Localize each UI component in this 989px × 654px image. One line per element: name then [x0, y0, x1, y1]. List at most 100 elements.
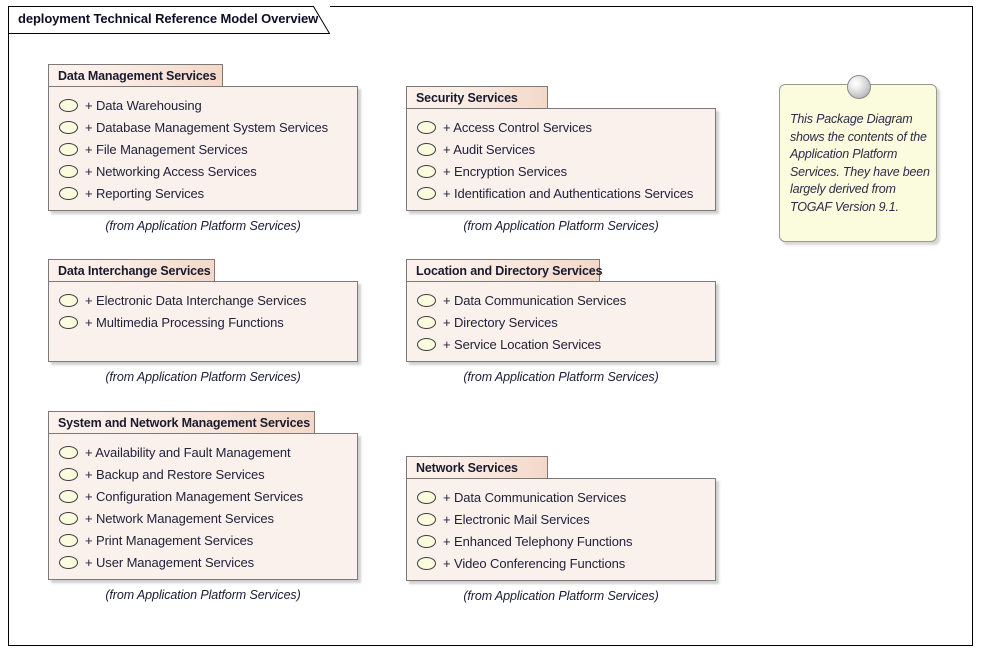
- interface-icon: [417, 337, 436, 351]
- package-title: Data Management Services: [58, 68, 217, 83]
- list-item-label: + Encryption Services: [443, 163, 567, 179]
- interface-icon: [59, 445, 78, 459]
- interface-icon: [417, 534, 436, 548]
- package-header-tab[interactable]: Network Services: [406, 456, 548, 479]
- package-header-tab[interactable]: Security Services: [406, 86, 548, 109]
- package-title: Security Services: [416, 90, 518, 105]
- package-source-label: (from Application Platform Services): [463, 589, 659, 603]
- list-item[interactable]: + Data Warehousing: [49, 94, 357, 116]
- package-body: + Electronic Data Interchange Services +…: [48, 281, 358, 362]
- package-body: + Availability and Fault Management + Ba…: [48, 433, 358, 580]
- list-item-label: + User Management Services: [85, 554, 255, 570]
- list-item-label: + Print Management Services: [85, 532, 254, 548]
- package-header-tab[interactable]: System and Network Management Services: [48, 411, 315, 434]
- list-item[interactable]: + Availability and Fault Management: [49, 441, 357, 463]
- package-body: + Data Warehousing + Database Management…: [48, 86, 358, 211]
- list-item[interactable]: + Configuration Management Services: [49, 485, 357, 507]
- interface-icon: [59, 555, 78, 569]
- package-source-label: (from Application Platform Services): [463, 219, 659, 233]
- package-body: + Access Control Services + Audit Servic…: [406, 108, 716, 211]
- list-item[interactable]: + Print Management Services: [49, 529, 357, 551]
- interface-icon: [417, 142, 436, 156]
- list-item[interactable]: + Service Location Services: [407, 333, 715, 355]
- list-item-label: + Configuration Management Services: [85, 488, 303, 504]
- list-item-label: + Electronic Mail Services: [443, 511, 590, 527]
- list-item[interactable]: + Access Control Services: [407, 116, 715, 138]
- list-item-label: + Multimedia Processing Functions: [85, 314, 284, 330]
- package-header-tab[interactable]: Location and Directory Services: [406, 259, 603, 282]
- interface-icon: [59, 511, 78, 525]
- list-item[interactable]: + Enhanced Telephony Functions: [407, 530, 715, 552]
- list-item[interactable]: + User Management Services: [49, 551, 357, 573]
- interface-icon: [417, 315, 436, 329]
- list-item[interactable]: + Networking Access Services: [49, 160, 357, 182]
- interface-icon: [417, 164, 436, 178]
- package-body: + Data Communication Services + Director…: [406, 281, 716, 362]
- pin-circle-icon: [847, 75, 871, 99]
- list-item[interactable]: + Data Communication Services: [407, 289, 715, 311]
- list-item-label: + Identification and Authentications Ser…: [443, 185, 694, 201]
- list-item-label: + Access Control Services: [443, 119, 592, 135]
- list-item[interactable]: + Electronic Mail Services: [407, 508, 715, 530]
- interface-icon: [417, 293, 436, 307]
- list-item-label: + Video Conferencing Functions: [443, 555, 626, 571]
- list-item[interactable]: + Network Management Services: [49, 507, 357, 529]
- interface-icon: [59, 186, 78, 200]
- package-source-label: (from Application Platform Services): [105, 219, 301, 233]
- interface-icon: [417, 490, 436, 504]
- list-item[interactable]: + Audit Services: [407, 138, 715, 160]
- package-body: + Data Communication Services + Electron…: [406, 478, 716, 581]
- list-item[interactable]: + Identification and Authentications Ser…: [407, 182, 715, 204]
- package-title: Network Services: [416, 460, 518, 475]
- list-item[interactable]: + Database Management System Services: [49, 116, 357, 138]
- title-tab-shape: [8, 6, 330, 34]
- list-item[interactable]: + Video Conferencing Functions: [407, 552, 715, 574]
- interface-icon: [417, 186, 436, 200]
- page-title: deployment Technical Reference Model Ove…: [18, 11, 319, 26]
- note-box[interactable]: This Package Diagram shows the contents …: [779, 84, 937, 242]
- interface-icon: [59, 315, 78, 329]
- list-item-label: + Data Communication Services: [443, 292, 627, 308]
- list-item-label: + Data Communication Services: [443, 489, 627, 505]
- diagram-title-tab: deployment Technical Reference Model Ove…: [8, 6, 330, 34]
- interface-icon: [59, 293, 78, 307]
- list-item-label: + Directory Services: [443, 314, 558, 330]
- list-item-label: + Database Management System Services: [85, 119, 329, 135]
- interface-icon: [59, 467, 78, 481]
- list-item-label: + Availability and Fault Management: [85, 444, 291, 460]
- list-item[interactable]: + Data Communication Services: [407, 486, 715, 508]
- interface-icon: [59, 98, 78, 112]
- interface-icon: [417, 556, 436, 570]
- note-text: This Package Diagram shows the contents …: [790, 112, 930, 214]
- list-item[interactable]: + Reporting Services: [49, 182, 357, 204]
- interface-icon: [59, 120, 78, 134]
- interface-icon: [59, 533, 78, 547]
- list-item-label: + Reporting Services: [85, 185, 205, 201]
- interface-icon: [417, 512, 436, 526]
- list-item[interactable]: + Electronic Data Interchange Services: [49, 289, 357, 311]
- list-item-label: + Networking Access Services: [85, 163, 257, 179]
- list-item[interactable]: + Directory Services: [407, 311, 715, 333]
- interface-icon: [59, 142, 78, 156]
- list-item-label: + Service Location Services: [443, 336, 602, 352]
- list-item[interactable]: + Backup and Restore Services: [49, 463, 357, 485]
- package-source-label: (from Application Platform Services): [463, 370, 659, 384]
- package-header-tab[interactable]: Data Interchange Services: [48, 259, 215, 282]
- package-title: System and Network Management Services: [58, 415, 311, 430]
- package-title: Location and Directory Services: [416, 263, 603, 278]
- list-item-label: + Data Warehousing: [85, 97, 202, 113]
- package-title: Data Interchange Services: [58, 263, 211, 278]
- list-item[interactable]: + Multimedia Processing Functions: [49, 311, 357, 333]
- package-header-tab[interactable]: Data Management Services: [48, 64, 223, 87]
- list-item[interactable]: + File Management Services: [49, 138, 357, 160]
- interface-icon: [59, 164, 78, 178]
- list-item[interactable]: + Encryption Services: [407, 160, 715, 182]
- list-item-label: + Backup and Restore Services: [85, 466, 265, 482]
- list-item-label: + Network Management Services: [85, 510, 274, 526]
- list-item-label: + File Management Services: [85, 141, 248, 157]
- package-source-label: (from Application Platform Services): [105, 588, 301, 602]
- interface-icon: [417, 120, 436, 134]
- list-item-label: + Enhanced Telephony Functions: [443, 533, 633, 549]
- list-item-label: + Electronic Data Interchange Services: [85, 292, 307, 308]
- package-source-label: (from Application Platform Services): [105, 370, 301, 384]
